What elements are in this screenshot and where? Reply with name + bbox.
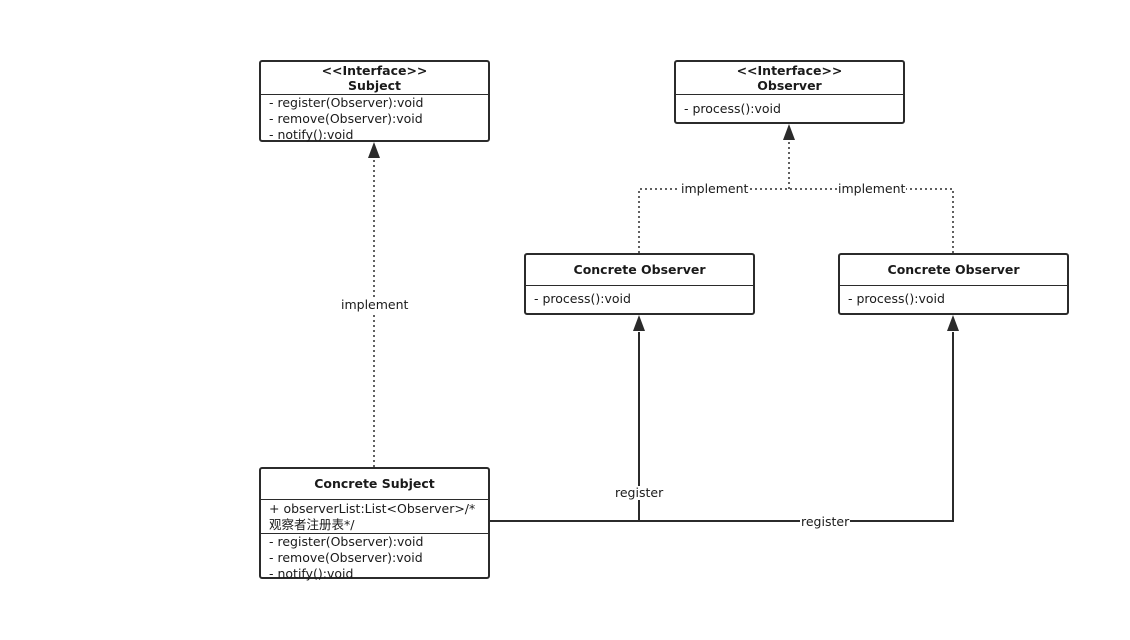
register-2-arrowhead <box>947 315 959 331</box>
concrete-subject-method-remove: - remove(Observer):void <box>269 550 423 565</box>
concrete-observer-1-methods: - process():void <box>526 286 753 307</box>
concrete-observer-2-header: Concrete Observer <box>840 255 1067 286</box>
observer-method-process: - process():void <box>684 101 781 116</box>
observer-implement-arrowhead <box>783 124 795 140</box>
subject-method-register: - register(Observer):void <box>269 95 424 110</box>
register-2-label: register <box>800 514 851 529</box>
observer-interface-header: <<Interface>> Observer <box>676 62 903 95</box>
subject-method-remove: - remove(Observer):void <box>269 111 423 126</box>
register-1-arrowhead <box>633 315 645 331</box>
observer-implement-left-line <box>638 188 789 253</box>
observer-implement-right-label: implement <box>837 181 907 196</box>
concrete-observer-1-header: Concrete Observer <box>526 255 753 286</box>
observer-stereotype: <<Interface>> <box>736 63 843 78</box>
subject-name: Subject <box>348 78 401 93</box>
subject-interface-box[interactable]: <<Interface>> Subject - register(Observe… <box>259 60 490 142</box>
subject-methods: - register(Observer):void - remove(Obser… <box>261 95 488 143</box>
concrete-observer-2-box[interactable]: Concrete Observer - process():void <box>838 253 1069 315</box>
subject-method-notify: - notify():void <box>269 127 354 142</box>
concrete-subject-method-notify: - notify():void <box>269 566 354 581</box>
concrete-observer-2-methods: - process():void <box>840 286 1067 307</box>
concrete-subject-attributes: + observerList:List<Observer>/*观察者注册表*/ <box>261 500 488 534</box>
concrete-subject-method-register: - register(Observer):void <box>269 534 424 549</box>
concrete-observer-2-method-process: - process():void <box>848 291 945 306</box>
observer-interface-box[interactable]: <<Interface>> Observer - process():void <box>674 60 905 124</box>
concrete-subject-attribute-observer-list: + observerList:List<Observer>/*观察者注册表*/ <box>269 501 476 532</box>
subject-stereotype: <<Interface>> <box>321 63 428 78</box>
concrete-observer-2-name: Concrete Observer <box>887 262 1020 277</box>
concrete-observer-1-name: Concrete Observer <box>573 262 706 277</box>
concrete-subject-box[interactable]: Concrete Subject + observerList:List<Obs… <box>259 467 490 582</box>
observer-methods: - process():void <box>676 95 903 117</box>
subject-implement-arrowhead <box>368 142 380 158</box>
concrete-observer-1-method-process: - process():void <box>534 291 631 306</box>
concrete-subject-name: Concrete Subject <box>314 476 435 491</box>
concrete-subject-methods: - register(Observer):void - remove(Obser… <box>261 534 488 582</box>
subject-implement-label: implement <box>340 297 410 312</box>
observer-name: Observer <box>757 78 822 93</box>
register-2-line <box>490 332 954 522</box>
observer-implement-left-label: implement <box>680 181 750 196</box>
concrete-observer-1-box[interactable]: Concrete Observer - process():void <box>524 253 755 315</box>
subject-interface-header: <<Interface>> Subject <box>261 62 488 95</box>
register-1-label: register <box>614 485 665 500</box>
observer-implement-right-line <box>789 188 954 253</box>
concrete-subject-header: Concrete Subject <box>261 469 488 500</box>
